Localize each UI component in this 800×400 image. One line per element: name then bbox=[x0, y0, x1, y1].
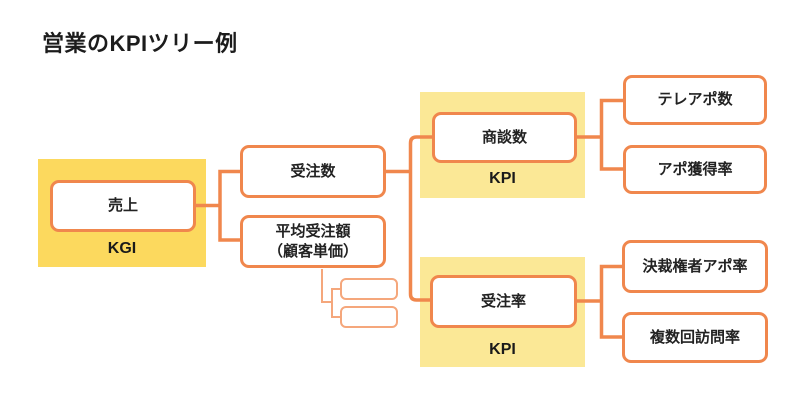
node-multiple-visit-rate-label: 複数回訪問率 bbox=[649, 328, 740, 346]
page-title: 営業のKPIツリー例 bbox=[42, 31, 238, 56]
node-average-order-value-line2: （顧客単価） bbox=[267, 242, 358, 260]
placeholder-node-1 bbox=[340, 278, 398, 300]
node-sales-label: 売上 bbox=[107, 197, 138, 215]
node-appointment-rate: アポ獲得率 bbox=[623, 145, 767, 194]
node-appointment-rate-label: アポ獲得率 bbox=[657, 160, 733, 178]
kpi-badge-deals: KPI bbox=[489, 170, 516, 187]
kpi-badge-order-rate: KPI bbox=[489, 341, 516, 358]
node-order-rate: 受注率 bbox=[430, 275, 577, 328]
node-order-rate-label: 受注率 bbox=[480, 292, 526, 310]
node-deals-count: 商談数 bbox=[432, 112, 577, 163]
node-tele-appointments-label: テレアポ数 bbox=[657, 91, 733, 109]
node-sales: 売上 bbox=[50, 180, 196, 232]
node-decision-maker-appointment-rate: 決裁権者アポ率 bbox=[622, 240, 768, 293]
node-tele-appointments: テレアポ数 bbox=[623, 75, 767, 125]
node-average-order-value-line1: 平均受注額 bbox=[275, 223, 351, 240]
kgi-badge: KGI bbox=[107, 240, 137, 257]
placeholder-node-2 bbox=[340, 306, 398, 328]
node-average-order-value: 平均受注額 （顧客単価） bbox=[240, 215, 386, 268]
node-orders-count: 受注数 bbox=[240, 145, 386, 198]
node-multiple-visit-rate: 複数回訪問率 bbox=[622, 312, 768, 363]
node-decision-maker-appointment-rate-label: 決裁権者アポ率 bbox=[642, 257, 748, 275]
node-deals-count-label: 商談数 bbox=[481, 128, 527, 146]
node-orders-count-label: 受注数 bbox=[290, 162, 336, 180]
